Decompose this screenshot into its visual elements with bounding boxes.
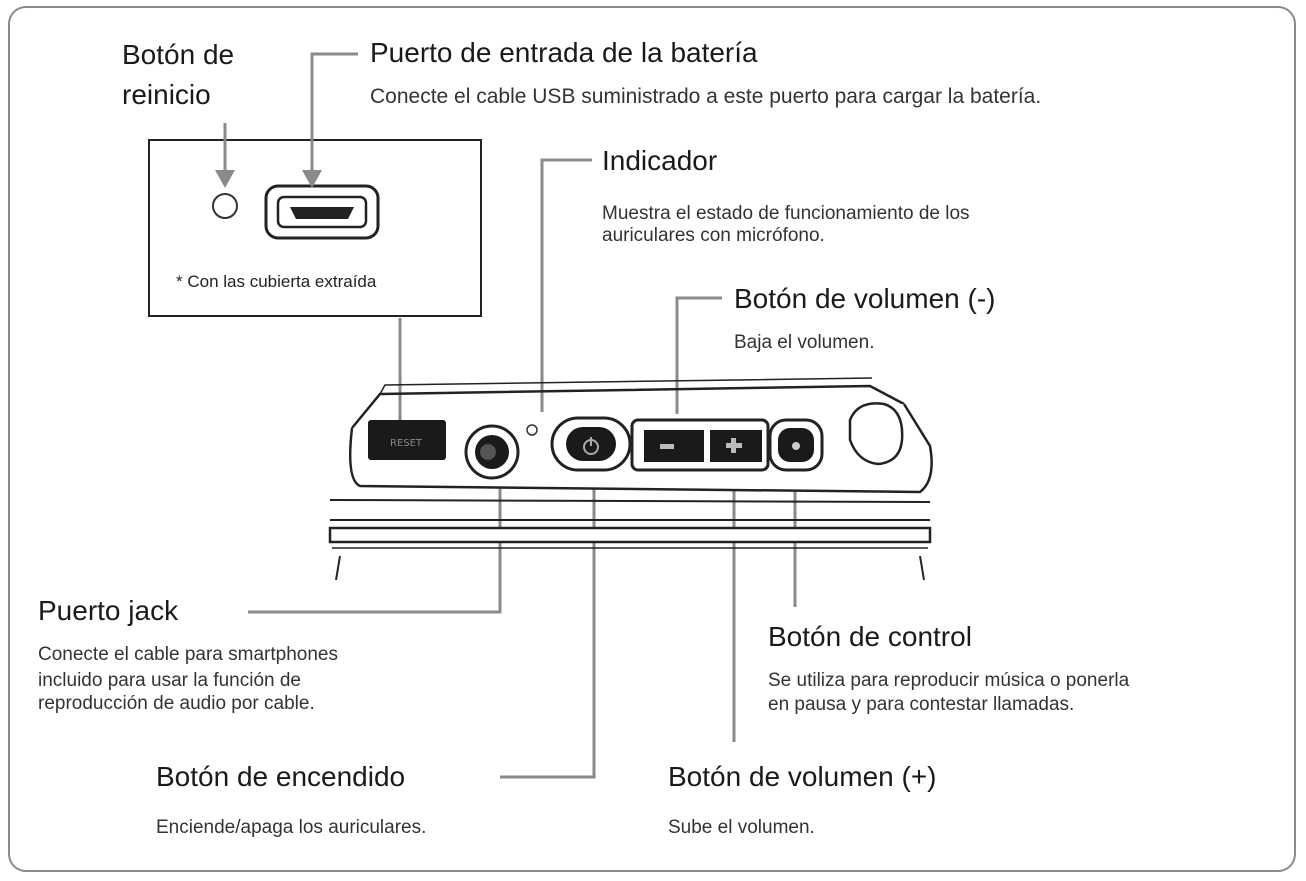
jack-port-desc-line1: Conecte el cable para smartphones xyxy=(38,644,338,665)
jack-port-desc-line3: reproducción de audio por cable. xyxy=(38,693,315,714)
indicator-title: Indicador xyxy=(602,145,718,176)
power-leader xyxy=(500,482,596,779)
indicator-leader xyxy=(540,158,592,412)
reset-button-title-line2: reinicio xyxy=(122,79,211,110)
volume-up-title: Botón de volumen (+) xyxy=(668,761,937,792)
control-desc-line2: en pausa y para contestar llamadas. xyxy=(768,694,1075,715)
battery-port-title: Puerto de entrada de la batería xyxy=(370,37,758,68)
jack-port-desc-line2: incluido para usar la función de xyxy=(38,670,302,691)
volume-down-leader xyxy=(675,296,722,438)
svg-text:RESET: RESET xyxy=(390,438,423,449)
battery-port-leader xyxy=(310,52,358,172)
inset-detail-box xyxy=(148,139,482,317)
inset-note: * Con las cubierta extraída xyxy=(176,272,377,291)
diagram-frame xyxy=(8,6,1296,872)
battery-port-desc: Conecte el cable USB suministrado a este… xyxy=(370,85,1042,108)
jack-port-title: Puerto jack xyxy=(38,595,179,626)
micro-usb-port-icon xyxy=(264,184,380,240)
control-desc-line1: Se utiliza para reproducir música o pone… xyxy=(768,670,1130,691)
volume-down-title: Botón de volumen (-) xyxy=(734,283,996,314)
reset-button-title-line1: Botón de xyxy=(122,39,235,70)
jack-port-leader xyxy=(248,470,502,614)
headset-device-drawing: RESET xyxy=(328,377,933,581)
power-button-desc: Enciende/apaga los auriculares. xyxy=(156,817,427,838)
power-button-title: Botón de encendido xyxy=(156,761,406,792)
battery-arrowhead xyxy=(302,170,322,188)
indicator-desc-line1: Muestra el estado de funcionamiento de l… xyxy=(602,203,970,224)
volume-up-desc: Sube el volumen. xyxy=(668,817,815,838)
reset-hole xyxy=(212,193,238,219)
indicator-desc-line2: auriculares con micrófono. xyxy=(602,225,825,246)
reset-arrowhead xyxy=(215,170,235,188)
control-button-title: Botón de control xyxy=(768,621,972,652)
volume-down-desc: Baja el volumen. xyxy=(734,332,875,353)
